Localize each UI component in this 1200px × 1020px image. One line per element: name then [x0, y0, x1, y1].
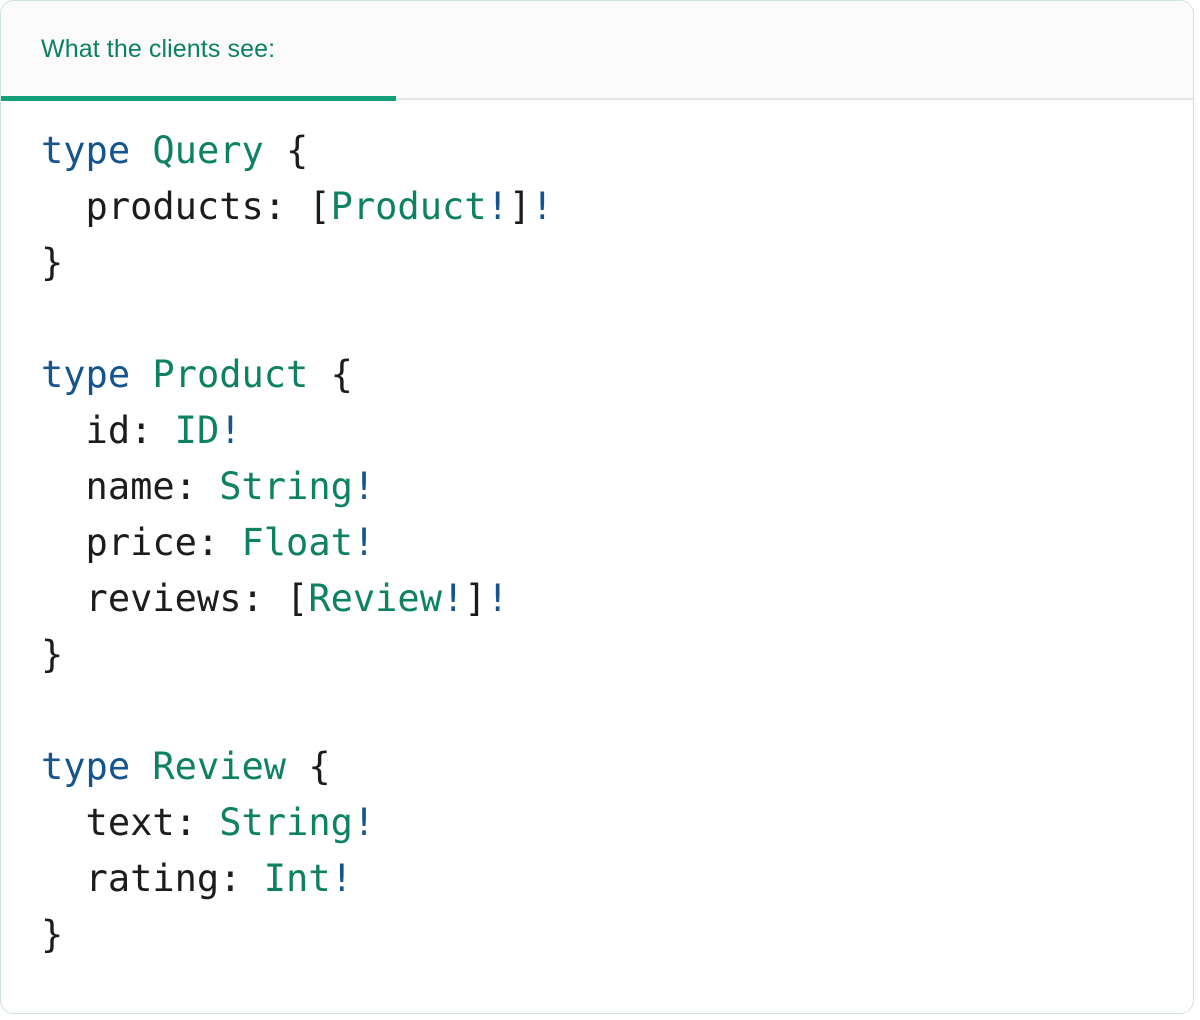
code-token-bang: !: [486, 185, 509, 228]
code-line: type Review {: [41, 739, 1193, 795]
code-token-bang: !: [352, 521, 376, 564]
code-line: }: [41, 907, 1193, 963]
active-tab-underline: [1, 96, 396, 101]
code-line: name: String!: [41, 459, 1193, 515]
code-token-pun: ]: [464, 577, 487, 620]
code-token-bang: !: [352, 801, 376, 844]
code-block: type Query { products: [Product!]!}​type…: [1, 100, 1193, 1013]
code-token-fld: reviews:: [41, 577, 264, 620]
code-token-pun: [130, 129, 152, 172]
graphql-schema-code: type Query { products: [Product!]!}​type…: [41, 123, 1193, 963]
code-token-bang: !: [441, 577, 465, 620]
code-token-bang: !: [219, 409, 242, 452]
code-token-fld: products:: [41, 185, 287, 228]
code-token-pun: {: [308, 353, 353, 396]
tab-what-the-clients-see[interactable]: What the clients see:: [1, 1, 396, 98]
code-token-type: String: [219, 465, 353, 508]
code-token-bang: !: [531, 185, 554, 228]
code-line: id: ID!: [41, 403, 1193, 459]
tab-bar: What the clients see:: [1, 1, 1193, 101]
code-line: text: String!: [41, 795, 1193, 851]
code-token-type: ID: [174, 409, 220, 452]
code-token-pun: [219, 521, 241, 564]
code-token-type: Product: [330, 185, 487, 228]
code-token-type: Float: [241, 521, 353, 564]
code-token-bang: !: [330, 857, 353, 900]
code-line: reviews: [Review!]!: [41, 571, 1193, 627]
code-token-pun: [130, 745, 152, 788]
code-token-pun: [: [263, 577, 309, 620]
code-token-pun: {: [286, 745, 331, 788]
code-token-bang: !: [352, 465, 376, 508]
code-token-type: String: [219, 801, 353, 844]
code-line: products: [Product!]!: [41, 179, 1193, 235]
code-token-kw: type: [41, 745, 131, 788]
code-token-pun: {: [263, 129, 309, 172]
code-token-pun: [130, 353, 152, 396]
code-line: }: [41, 235, 1193, 291]
code-token-pun: }: [41, 633, 64, 676]
code-line: price: Float!: [41, 515, 1193, 571]
code-line: type Product {: [41, 347, 1193, 403]
code-token-fld: id:: [41, 409, 153, 452]
code-token-kw: type: [41, 129, 131, 172]
tab-label: What the clients see:: [41, 35, 276, 63]
code-token-pun: [241, 857, 263, 900]
code-token-pun: [152, 409, 174, 452]
code-token-fld: price:: [41, 521, 220, 564]
code-token-pun: [197, 801, 219, 844]
code-token-pun: ]: [508, 185, 532, 228]
code-line: ​: [41, 683, 1193, 739]
code-token-fld: name:: [41, 465, 197, 508]
code-token-fld: text:: [41, 801, 197, 844]
code-token-fld: rating:: [41, 857, 242, 900]
code-token-pun: [: [286, 185, 331, 228]
code-token-kw: type: [41, 353, 131, 396]
code-token-type: Query: [152, 129, 264, 172]
code-token-pun: }: [41, 241, 64, 284]
code-token-pun: }: [41, 913, 64, 956]
code-line: rating: Int!: [41, 851, 1193, 907]
code-token-type: Product: [152, 353, 309, 396]
code-token-type: Review: [308, 577, 442, 620]
code-token-type: Int: [263, 857, 331, 900]
code-token-type: Review: [152, 745, 287, 788]
code-line: ​: [41, 291, 1193, 347]
code-line: type Query {: [41, 123, 1193, 179]
code-token-pun: [197, 465, 219, 508]
code-line: }: [41, 627, 1193, 683]
code-token-bang: !: [486, 577, 509, 620]
